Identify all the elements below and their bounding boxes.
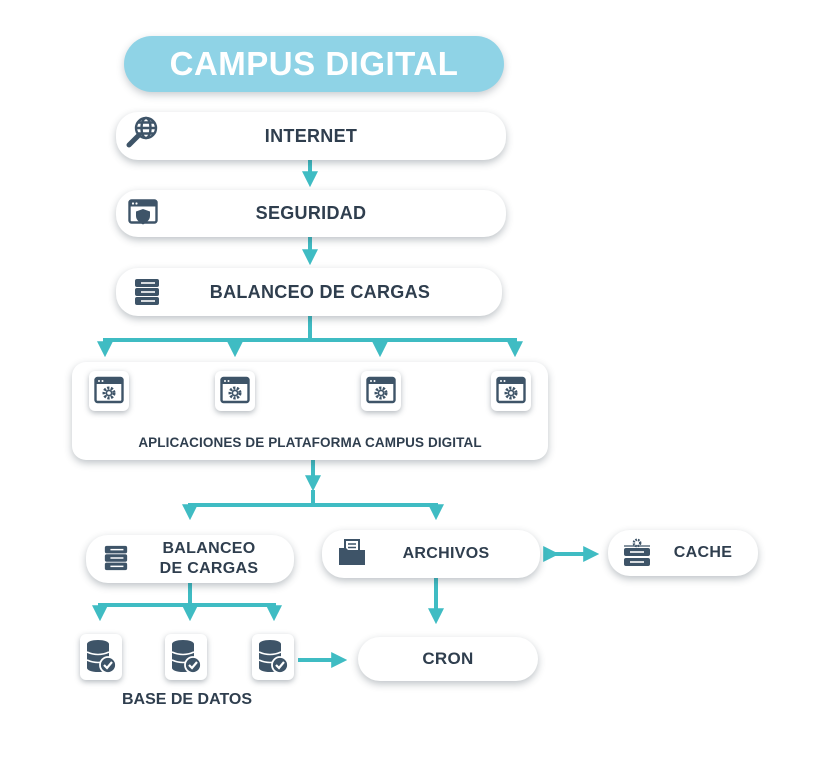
app-tile-3 bbox=[361, 371, 401, 411]
seguridad-node: SEGURIDAD bbox=[116, 190, 506, 237]
server-gear-icon bbox=[624, 538, 650, 566]
app-tile-1 bbox=[89, 371, 129, 411]
archivos-label: ARCHIVOS bbox=[402, 545, 490, 562]
aplicaciones-label: APLICACIONES DE PLATAFORMA CAMPUS DIGITA… bbox=[138, 435, 482, 450]
browser-shield-icon bbox=[128, 199, 158, 225]
balanceo-db-label-line1: BALANCEO bbox=[162, 540, 256, 557]
cache-node: CACHE bbox=[608, 530, 758, 576]
app-tile-4 bbox=[491, 371, 531, 411]
browser-gear-icon bbox=[366, 376, 396, 404]
seguridad-label: SEGURIDAD bbox=[255, 203, 367, 223]
folder-document-icon bbox=[339, 539, 365, 565]
internet-node: INTERNET bbox=[116, 112, 506, 160]
balanceo-node: BALANCEO DE CARGAS bbox=[116, 268, 502, 316]
database-tile-2 bbox=[165, 634, 207, 680]
base-de-datos-label: BASE DE DATOS bbox=[121, 691, 253, 708]
cron-label: CRON bbox=[422, 649, 474, 668]
diagram-title: CAMPUS DIGITAL bbox=[124, 36, 504, 92]
internet-label: INTERNET bbox=[264, 125, 358, 146]
database-check-icon bbox=[86, 640, 117, 674]
balanceo-db-label-line2: DE CARGAS bbox=[159, 560, 259, 577]
database-check-icon bbox=[258, 640, 289, 674]
server-stack-icon bbox=[104, 545, 128, 571]
server-stack-icon bbox=[135, 279, 159, 305]
browser-gear-icon bbox=[94, 376, 124, 404]
app-tile-2 bbox=[215, 371, 255, 411]
database-check-icon bbox=[171, 640, 202, 674]
database-tile-3 bbox=[252, 634, 294, 680]
globe-search-icon bbox=[126, 116, 158, 148]
cron-node: CRON bbox=[358, 637, 538, 681]
aplicaciones-node: APLICACIONES DE PLATAFORMA CAMPUS DIGITA… bbox=[72, 362, 548, 460]
cache-label: CACHE bbox=[673, 544, 733, 561]
browser-gear-icon bbox=[496, 376, 526, 404]
database-tile-1 bbox=[80, 634, 122, 680]
browser-gear-icon bbox=[220, 376, 250, 404]
balanceo-label: BALANCEO DE CARGAS bbox=[209, 281, 431, 302]
archivos-node: ARCHIVOS bbox=[322, 530, 540, 578]
